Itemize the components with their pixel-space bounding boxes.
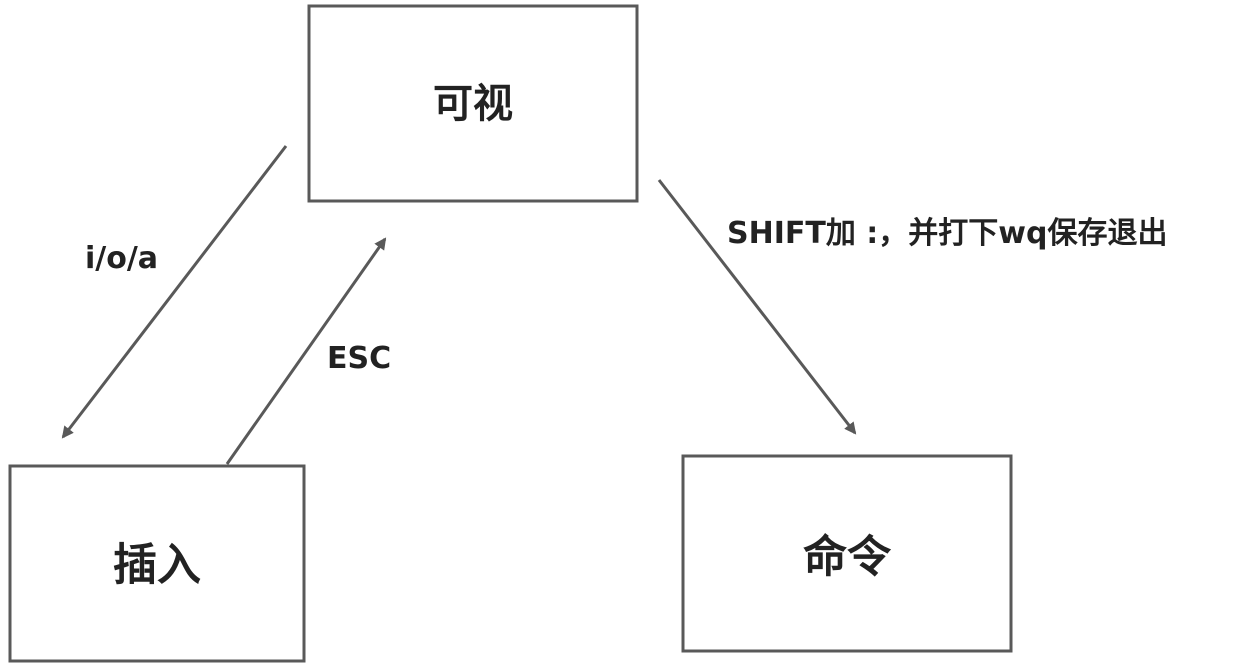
node-command: 命令 [681,454,1013,653]
node-visual-box [307,4,639,203]
node-insert-label: 插入 [113,540,201,591]
node-insert-box [8,464,306,663]
edge-visual-to-command-arrow [657,179,857,435]
node-command-box [681,454,1013,653]
edge-insert-to-visual-arrow [225,237,387,465]
node-insert: 插入 [8,464,306,663]
node-visual-label: 可视 [433,81,513,127]
edge-visual-to-insert-arrow [61,145,288,439]
edge-visual-to-insert-label: i/o/a [85,241,158,276]
edge-insert-to-visual-label: ESC [327,341,391,376]
node-visual: 可视 [307,4,639,203]
edge-visual-to-command-label: SHIFT加 :，并打下wq保存退出 [727,216,1167,251]
node-command-label: 命令 [803,532,892,583]
